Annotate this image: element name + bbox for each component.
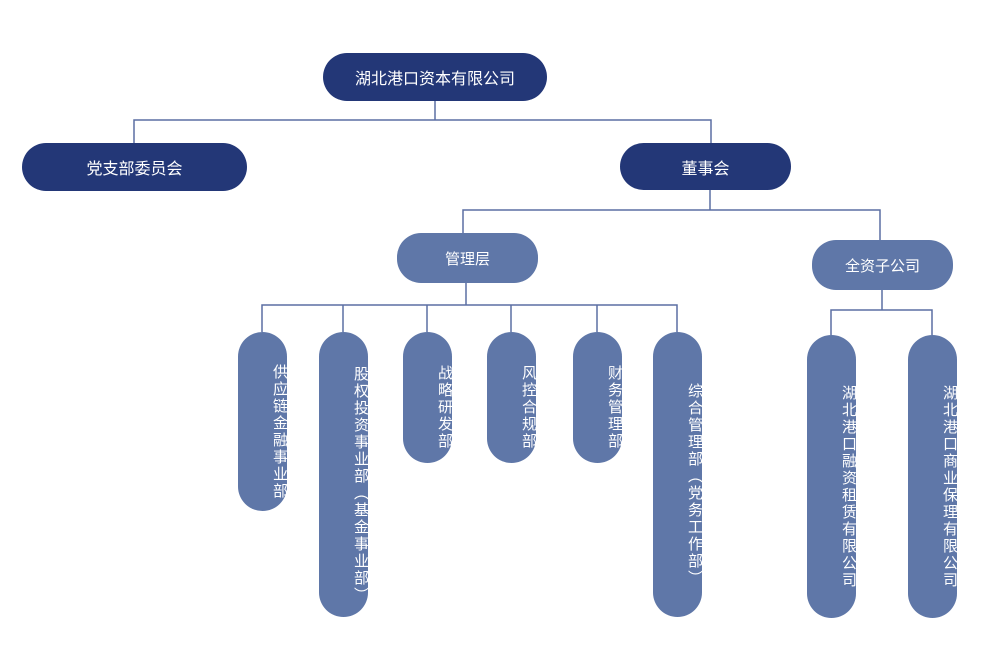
node-management: 管理层 [397, 233, 538, 283]
node-party-branch: 党支部委员会 [22, 143, 247, 191]
connector-management-branch [261, 304, 678, 332]
node-dept-general-management: 综合管理部（党务工作部） [653, 332, 704, 617]
node-subsidiaries: 全资子公司 [812, 240, 953, 290]
connector-board-branch [462, 209, 881, 240]
node-board: 董事会 [620, 143, 791, 190]
node-dept-strategy-research: 战略研发部 [403, 332, 454, 463]
node-dept-equity-investment: 股权投资事业部（基金事业部） [319, 332, 370, 617]
node-company-commercial-factoring: 湖北港口商业保理有限公司 [908, 335, 959, 618]
node-company-financial-leasing: 湖北港口融资租赁有限公司 [807, 335, 858, 618]
node-dept-supply-chain-finance: 供应链金融事业部 [238, 332, 289, 511]
node-dept-finance-management: 财务管理部 [573, 332, 624, 463]
node-root: 湖北港口资本有限公司 [323, 53, 547, 101]
connector-subsidiaries-branch [830, 309, 933, 335]
connector-root-branch [133, 119, 712, 143]
node-dept-risk-compliance: 风控合规部 [487, 332, 538, 463]
